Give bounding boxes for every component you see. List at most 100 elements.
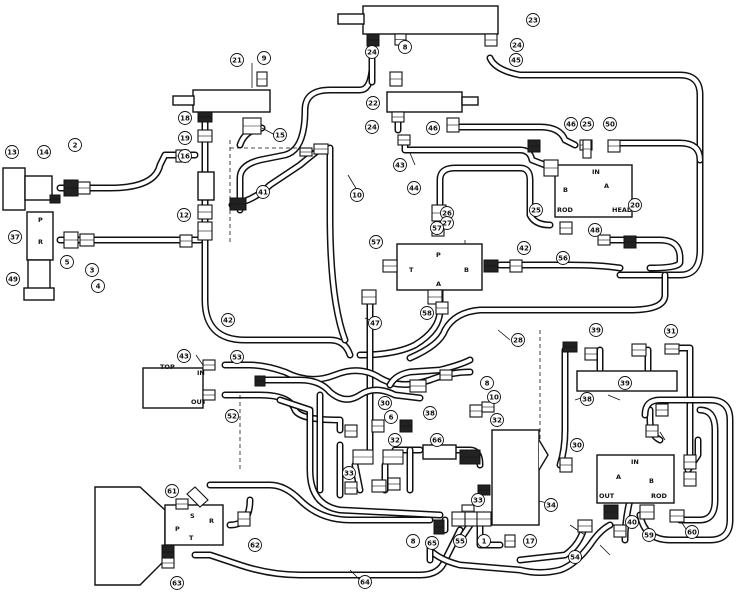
callout-56: 56 [556, 251, 570, 265]
callout-24: 24 [510, 38, 524, 52]
callout-23: 23 [526, 13, 540, 27]
callout-circle [556, 251, 570, 265]
callout-circle [365, 120, 379, 134]
callout-37: 37 [8, 230, 22, 244]
callout-15: 15 [273, 128, 287, 142]
callout-circle [225, 409, 239, 423]
components [2, 5, 678, 586]
callout-circle [178, 149, 192, 163]
tube-segment-inner [408, 273, 667, 360]
callout-circle [509, 53, 523, 67]
port-b-28: B [649, 477, 654, 485]
callout-label: 30 [572, 442, 582, 450]
callout-circle [256, 185, 270, 199]
callout-53: 53 [230, 350, 244, 364]
callout-circle [177, 349, 191, 363]
callout-label: 18 [180, 115, 190, 123]
callout-50: 50 [603, 117, 617, 131]
tube-segment-inner [438, 166, 552, 227]
callout-label: 46 [428, 125, 438, 133]
callout-label: 14 [39, 149, 49, 157]
tube-segment-inner [488, 56, 702, 277]
callout-61: 61 [165, 484, 179, 498]
manifold-21-stub [172, 95, 195, 106]
callout-label: 28 [513, 337, 523, 345]
callout-43: 43 [177, 349, 191, 363]
callout-39: 39 [618, 376, 632, 390]
callout-circle [384, 410, 398, 424]
callout-5: 5 [60, 255, 74, 269]
callout-19: 19 [178, 131, 192, 145]
callout-label: 49 [8, 276, 18, 284]
callout-circle [165, 484, 179, 498]
callout-21: 21 [230, 53, 244, 67]
callout-33: 33 [342, 466, 356, 480]
callout-label: 54 [570, 554, 580, 562]
callout-label: 9 [262, 55, 267, 63]
callout-label: 22 [368, 100, 378, 108]
callout-label: 45 [511, 57, 521, 65]
callout-49: 49 [6, 272, 20, 286]
tube-segment-inner [678, 408, 717, 522]
tube-segment-inner [58, 153, 197, 190]
callout-label: 26 [442, 210, 452, 218]
callout-circle [487, 390, 501, 404]
port-b-26: B [563, 186, 568, 194]
block-43 [142, 367, 204, 409]
port-in-26: IN [592, 168, 600, 176]
callout-label: 56 [558, 255, 568, 263]
tube-segment-inner [608, 238, 682, 270]
callout-circle [230, 350, 244, 364]
callout-label: 65 [427, 540, 437, 548]
callout-65: 65 [425, 536, 439, 550]
callout-38: 38 [580, 392, 594, 406]
callout-24: 24 [365, 120, 379, 134]
callout-circle [366, 96, 380, 110]
port-a-28: A [616, 473, 621, 481]
callout-label: 66 [432, 437, 442, 445]
tube-segment-inner [403, 143, 547, 167]
callout-label: 53 [232, 354, 242, 362]
port-t-62: T [189, 534, 194, 542]
callout-circle [230, 53, 244, 67]
callout-label: 16 [180, 153, 190, 161]
callout-label: 24 [367, 49, 377, 57]
callout-label: 10 [352, 192, 362, 200]
port-b-27: B [464, 266, 469, 274]
callout-label: 40 [627, 519, 637, 527]
callout-9: 9 [257, 51, 271, 65]
callout-circle [350, 188, 364, 202]
cylinder-body [94, 486, 166, 586]
callout-3: 3 [85, 263, 99, 277]
callout-label: 32 [492, 417, 502, 425]
callout-45: 45 [509, 53, 523, 67]
tube-segment-inner [670, 346, 692, 457]
callout-label: 46 [566, 121, 576, 129]
tube-segment [606, 236, 684, 272]
callout-label: 32 [390, 437, 400, 445]
callout-31: 31 [664, 324, 678, 338]
port-p-17: P [38, 216, 43, 224]
callout-label: 48 [590, 227, 600, 235]
tube-segment-inner [203, 118, 352, 357]
tube-segment-inner [618, 141, 702, 162]
port-a-27: A [436, 280, 441, 288]
callout-circle [37, 145, 51, 159]
valve-26 [554, 164, 633, 218]
callout-circle [664, 324, 678, 338]
fittings [49, 33, 697, 569]
callout-24: 24 [365, 45, 379, 59]
callout-label: 43 [179, 353, 189, 361]
callout-circle [358, 575, 372, 589]
port-rod-28: ROD [651, 492, 668, 500]
tube-segment-inner [448, 125, 577, 147]
callout-label: 33 [473, 497, 483, 505]
callout-circle [589, 323, 603, 337]
callout-label: 42 [223, 317, 233, 325]
callout-54: 54 [568, 550, 582, 564]
callout-circle [471, 493, 485, 507]
callout-10: 10 [350, 188, 364, 202]
callout-label: 61 [167, 488, 177, 496]
